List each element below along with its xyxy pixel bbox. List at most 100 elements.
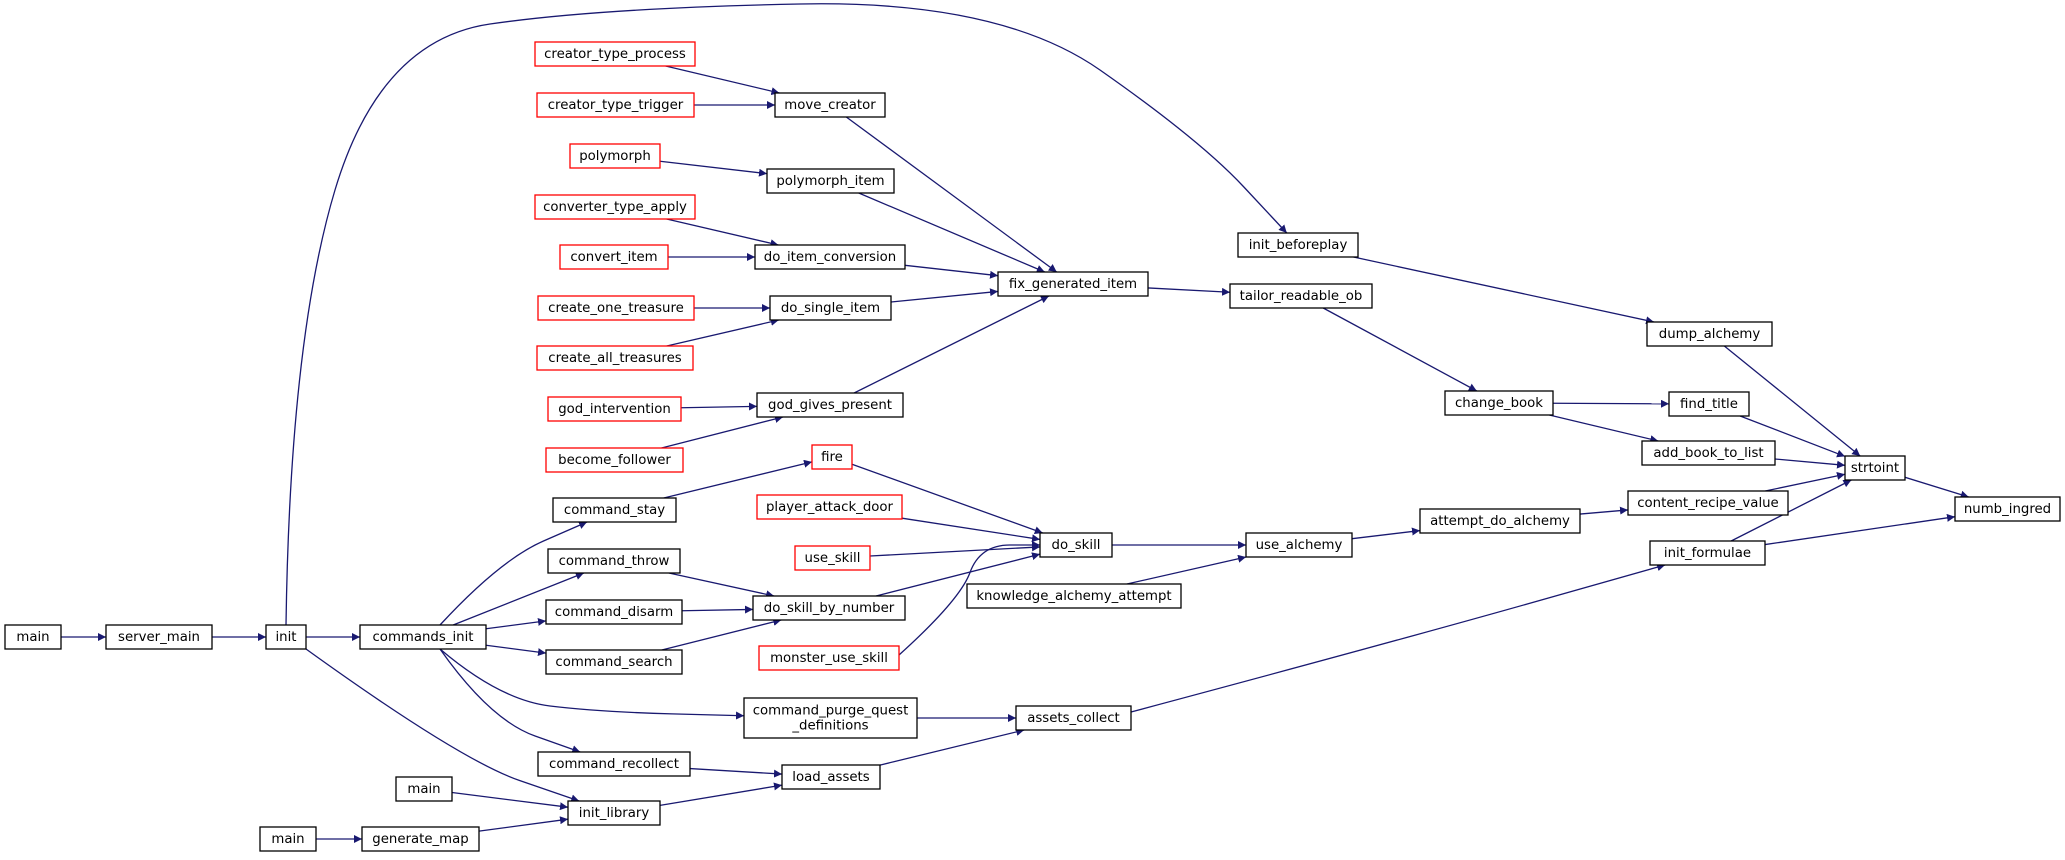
edge-find-title-to-strtoint (1739, 415, 1846, 458)
node-box (569, 143, 661, 169)
node-content-recipe-value[interactable]: content_recipe_value (1627, 490, 1789, 516)
node-label: main (16, 630, 49, 645)
node-find-title[interactable]: find_title (1668, 391, 1750, 417)
node-label: init (275, 630, 296, 645)
node-label: become_follower (558, 453, 671, 468)
node-box (1627, 490, 1789, 516)
node-command-stay[interactable]: command_stay (552, 497, 677, 523)
node-label: content_recipe_value (1637, 496, 1779, 511)
node-polymorph[interactable]: polymorph (569, 143, 661, 169)
node-box (536, 345, 694, 371)
node-command-search[interactable]: command_search (545, 649, 683, 675)
edge-generate-map-to-init-library (478, 816, 569, 832)
node-attempt-do-alchemy[interactable]: attempt_do_alchemy (1419, 508, 1581, 534)
node-box (794, 545, 871, 571)
node-convert-item[interactable]: convert_item (559, 244, 669, 270)
node-label: init_formulae (1664, 546, 1751, 561)
node-label: load_assets (792, 770, 869, 785)
node-box (545, 599, 683, 625)
node-box (361, 826, 480, 852)
edge-commands-init-to-command-disarm (485, 617, 547, 630)
node-label: polymorph_item (776, 174, 884, 189)
node-init-library[interactable]: init_library (567, 800, 661, 826)
node-creator-type-process[interactable]: creator_type_process (534, 41, 696, 67)
node-init-beforeplay[interactable]: init_beforeplay (1237, 232, 1359, 258)
node-commands-init[interactable]: commands_init (359, 624, 487, 650)
node-player-attack-door[interactable]: player_attack_door (756, 494, 903, 520)
node-label: god_gives_present (768, 398, 892, 413)
node-knowledge-alchemy-attempt[interactable]: knowledge_alchemy_attempt (966, 583, 1182, 609)
node-box (756, 494, 903, 520)
node-label: assets_collect (1027, 711, 1120, 726)
edge-tailor-readable-ob-to-change-book (1322, 307, 1478, 392)
edge-move-creator-to-fix-generated-item (845, 116, 1058, 273)
node-move-creator[interactable]: move_creator (774, 92, 886, 118)
node-fire[interactable]: fire (811, 444, 853, 470)
node-label: god_intervention (558, 402, 671, 417)
node-do-single-item[interactable]: do_single_item (769, 295, 892, 321)
node-label: creator_type_process (544, 47, 686, 62)
node-generate-map[interactable]: generate_map (361, 826, 480, 852)
node-create-all-treasures[interactable]: create_all_treasures (536, 345, 694, 371)
node-server-main[interactable]: server_main (105, 624, 213, 650)
node-tailor-readable-ob[interactable]: tailor_readable_ob (1229, 283, 1373, 309)
node-do-skill-by-number[interactable]: do_skill_by_number (752, 595, 906, 621)
node-monster-use-skill[interactable]: monster_use_skill (758, 645, 900, 671)
edge-monster-use-skill-to-do-skill (898, 541, 1040, 656)
node-label: do_single_item (781, 301, 880, 316)
node-box (545, 447, 684, 473)
edge-commands-init-to-command-throw (452, 572, 585, 626)
node-box (1419, 508, 1581, 534)
node-use-alchemy[interactable]: use_alchemy (1245, 532, 1353, 558)
node-use-skill[interactable]: use_skill (794, 545, 871, 571)
node-label: use_skill (805, 551, 861, 566)
node-fix-generated-item[interactable]: fix_generated_item (997, 271, 1149, 297)
node-become-follower[interactable]: become_follower (545, 447, 684, 473)
node-change-book[interactable]: change_book (1444, 390, 1554, 416)
edge-dump-alchemy-to-strtoint (1723, 345, 1861, 457)
edge-use-alchemy-to-attempt-do-alchemy (1351, 527, 1421, 540)
node-god-gives-present[interactable]: god_gives_present (756, 392, 904, 418)
node-polymorph-item[interactable]: polymorph_item (766, 168, 895, 194)
node-dump-alchemy[interactable]: dump_alchemy (1646, 321, 1773, 347)
node-converter-type-apply[interactable]: converter_type_apply (534, 194, 696, 220)
edge-add-book-to-list-to-strtoint (1774, 458, 1846, 469)
node-box (1646, 321, 1773, 347)
node-main-server[interactable]: main (4, 624, 62, 650)
node-init-formulae[interactable]: init_formulae (1649, 540, 1766, 566)
node-label: polymorph (579, 149, 651, 164)
node-load-assets[interactable]: load_assets (781, 764, 881, 790)
node-box (966, 583, 1182, 609)
node-main-gen[interactable]: main (259, 826, 317, 852)
node-label: numb_ingred (1964, 502, 2051, 517)
node-label: fix_generated_item (1009, 277, 1137, 292)
node-box (536, 92, 695, 118)
node-label: do_skill (1052, 538, 1101, 553)
edge-fix-generated-item-to-tailor-readable-ob (1147, 287, 1231, 296)
node-label: main (271, 832, 304, 847)
node-box (547, 548, 681, 574)
node-box (811, 444, 853, 470)
node-god-intervention[interactable]: god_intervention (547, 396, 682, 422)
node-main-lib[interactable]: main (395, 776, 453, 802)
node-label: knowledge_alchemy_attempt (976, 589, 1171, 604)
node-command-throw[interactable]: command_throw (547, 548, 681, 574)
node-box (534, 41, 696, 67)
node-do-skill[interactable]: do_skill (1039, 532, 1113, 558)
node-box (758, 645, 900, 671)
node-box (359, 624, 487, 650)
node-assets-collect[interactable]: assets_collect (1015, 705, 1132, 731)
node-strtoint[interactable]: strtoint (1844, 455, 1906, 481)
node-do-item-conversion[interactable]: do_item_conversion (754, 244, 906, 270)
node-create-one-treasure[interactable]: create_one_treasure (537, 295, 695, 321)
node-command-purge-quest-definitions[interactable]: command_purge_quest_definitions (743, 697, 918, 739)
edge-commands-init-to-command-purge-quest-definitions (439, 648, 745, 720)
node-command-disarm[interactable]: command_disarm (545, 599, 683, 625)
node-add-book-to-list[interactable]: add_book_to_list (1641, 440, 1776, 466)
node-creator-type-trigger[interactable]: creator_type_trigger (536, 92, 695, 118)
edge-polymorph-to-polymorph-item (659, 160, 768, 177)
node-command-recollect[interactable]: command_recollect (537, 751, 691, 777)
node-box (1245, 532, 1353, 558)
node-init[interactable]: init (265, 624, 307, 650)
node-numb-ingred[interactable]: numb_ingred (1954, 496, 2061, 522)
